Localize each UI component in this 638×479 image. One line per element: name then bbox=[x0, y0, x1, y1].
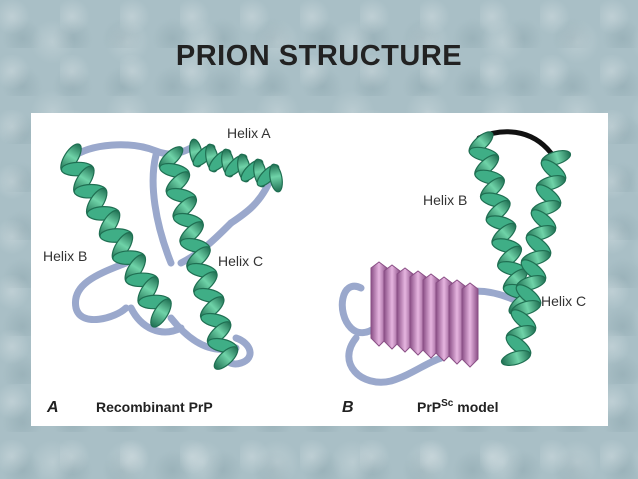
label-helix-c: Helix C bbox=[218, 253, 263, 269]
panel-b-caption-sup: Sc bbox=[441, 398, 454, 409]
panel-b-letter: B bbox=[342, 399, 354, 416]
panel-a-helix-b bbox=[60, 143, 172, 328]
prion-structure-diagram: Helix A Helix B Helix C A Recombinant Pr… bbox=[43, 125, 586, 416]
figure-panel: Helix A Helix B Helix C A Recombinant Pr… bbox=[31, 113, 608, 426]
panel-a-caption: Recombinant PrP bbox=[96, 399, 213, 415]
label-helix-b: Helix B bbox=[43, 248, 87, 264]
panel-b-caption-main: PrP bbox=[417, 399, 441, 415]
panel-a-letter: A bbox=[46, 399, 59, 416]
label-helix-a: Helix A bbox=[227, 125, 271, 141]
panel-a-recombinant-prp: Helix A Helix B Helix C A Recombinant Pr… bbox=[43, 125, 283, 416]
panel-a-helix-a bbox=[189, 138, 283, 193]
helix-turn bbox=[269, 163, 283, 193]
helix-turn bbox=[150, 298, 172, 328]
helix-turn bbox=[500, 349, 532, 367]
beta-strand bbox=[461, 282, 479, 368]
panel-b-helix-b bbox=[468, 131, 534, 315]
helix-turn bbox=[213, 346, 239, 370]
label-helix-b-sc: Helix B bbox=[423, 192, 467, 208]
label-helix-c-sc: Helix C bbox=[541, 293, 586, 309]
panel-b-beta-sheets bbox=[370, 261, 479, 368]
panel-b-prpsc-model: Helix B Helix C B PrPSc model bbox=[338, 129, 586, 416]
panel-b-caption: PrPSc model bbox=[417, 398, 498, 415]
slide-title: PRION STRUCTURE bbox=[175, 40, 463, 72]
panel-b-helix-c bbox=[500, 149, 572, 367]
panel-b-caption-tail: model bbox=[453, 399, 498, 415]
panel-a-helix-c bbox=[158, 146, 239, 370]
